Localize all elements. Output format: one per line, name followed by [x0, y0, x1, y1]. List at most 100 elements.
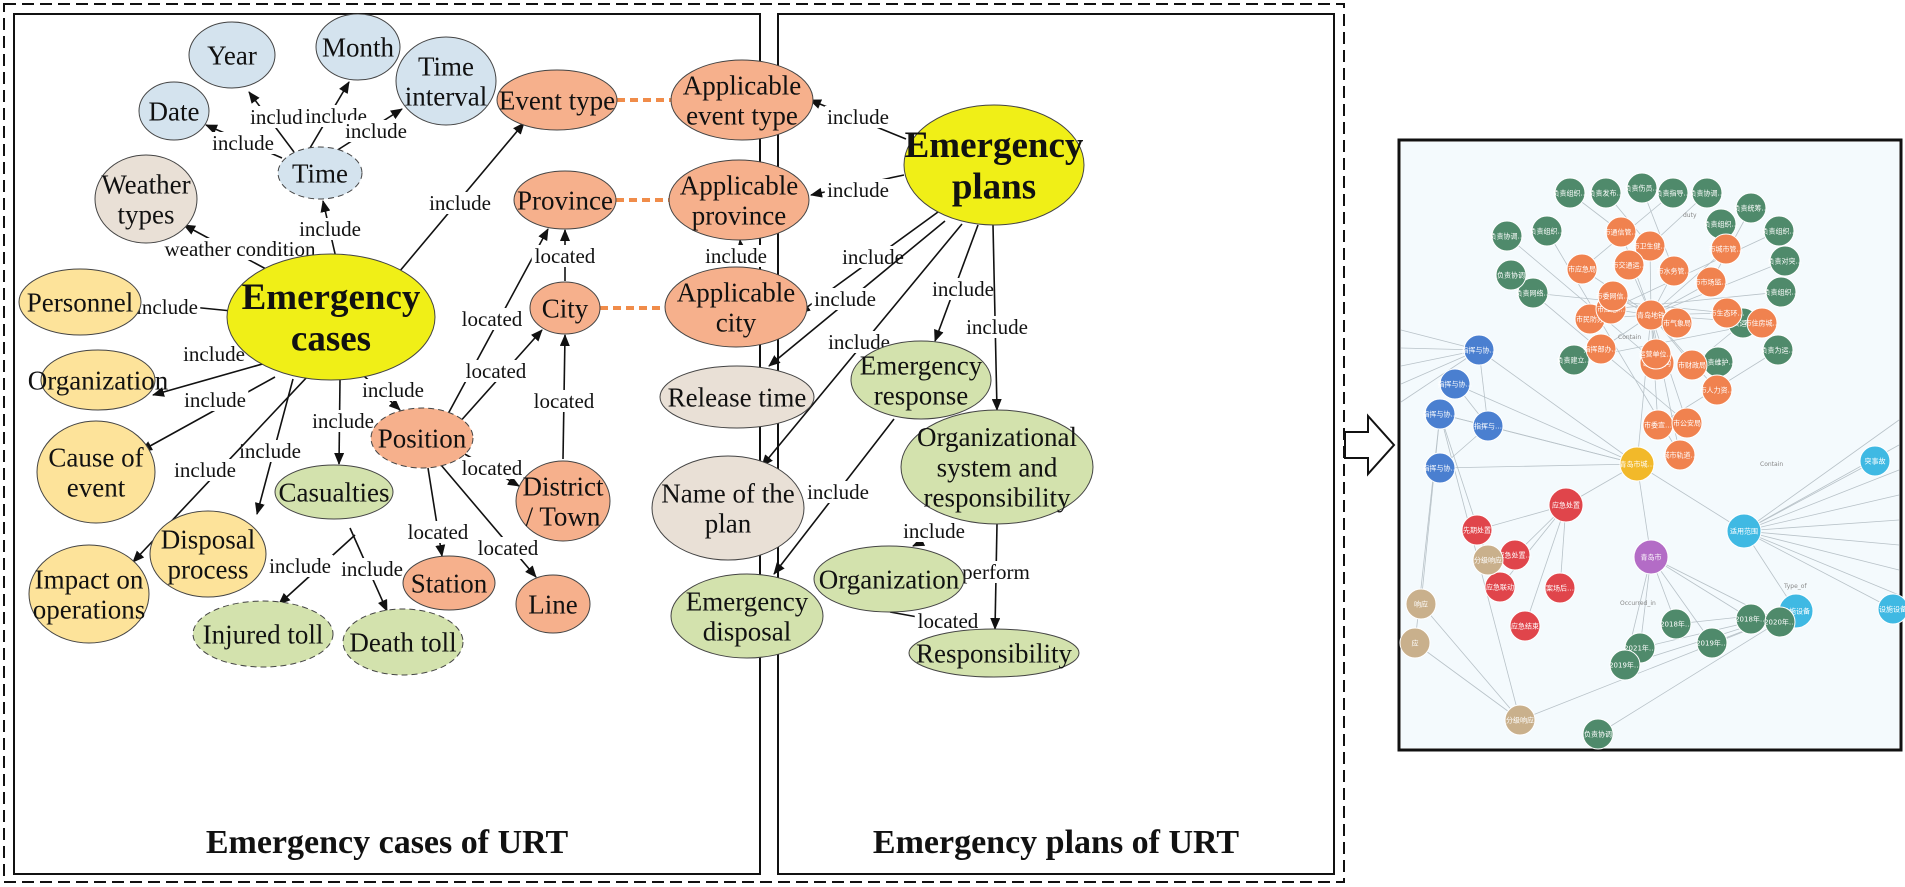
kg-node-label: 市通信管… [1604, 228, 1639, 237]
kg-node-circle [1544, 572, 1576, 604]
kg-node-circle [1859, 445, 1891, 477]
kg-node: 市卫生健… [1633, 230, 1668, 262]
kg-node: 指挥部办… [1584, 333, 1619, 365]
kg-edge [1478, 349, 1638, 465]
kg-edge [1597, 610, 1797, 735]
edge-label-bg [404, 521, 472, 543]
node-label: / Town [526, 502, 601, 532]
edge-label: include [183, 342, 245, 366]
node-position: Position [370, 407, 474, 469]
kg-node-circle [1405, 588, 1437, 620]
kg-node: 青岛市 [1633, 539, 1669, 575]
kg-node: 先期处置 [1461, 514, 1493, 546]
kg-node-label: 负责组织… [1764, 288, 1799, 297]
edge-label-bg [133, 296, 201, 318]
kg-node: 市人力资… [1700, 374, 1735, 406]
kg-edge [1743, 419, 1900, 532]
node-label: Responsibility [916, 638, 1073, 668]
kg-edge [1650, 556, 1713, 644]
kg-node-label: 负责运营… [1726, 319, 1761, 328]
edge-label-bg [839, 246, 907, 268]
kg-node-label: 负责统筹… [1734, 204, 1769, 213]
node-ellipse [670, 573, 824, 659]
node-ellipse [226, 253, 436, 381]
node-ellipse [28, 544, 150, 644]
node-organization-r: Organization [813, 545, 965, 613]
kg-node-label: 2018年… [1735, 615, 1767, 624]
node-ellipse [149, 510, 267, 598]
kg-node-label: 设施设备 [1782, 607, 1810, 616]
edge-label: include [429, 191, 491, 215]
edge-label: include [312, 409, 374, 433]
node-label: Disposal [161, 524, 256, 554]
kg-node: 指挥与协… [1462, 334, 1497, 366]
edge-label: located [466, 359, 527, 383]
edge-label-bg [804, 481, 872, 503]
kg-node: 负责伤员… [1625, 172, 1660, 204]
kg-node: 指挥与协… [1423, 398, 1458, 430]
kg-node-label: 2018年… [1660, 620, 1692, 629]
edge-label-bg [900, 520, 968, 542]
edges-layer: include include include include include weath… [132, 81, 1031, 633]
kg-node-label: 指挥与… [1474, 422, 1502, 431]
edge-label: weather condition [164, 237, 316, 261]
kg-node-circle [1634, 230, 1666, 262]
kg-node-circle [1661, 307, 1693, 339]
edge-label-bg [309, 410, 377, 432]
kg-node-label: 城市轨道… [1663, 451, 1698, 460]
edge-label: located [462, 307, 523, 331]
edge-label-bg [962, 561, 1030, 583]
kg-node: 设施设备 [1877, 593, 1905, 625]
kg-node-label: 青岛地铁 [1637, 311, 1665, 320]
kg-node-label: 响应 [1414, 600, 1428, 609]
edge-label: include [174, 458, 236, 482]
kg-node-circle [1554, 177, 1586, 209]
kg-node-label: 市住房城… [1745, 319, 1780, 328]
node-ellipse [36, 420, 156, 524]
kg-node-circle [1626, 172, 1658, 204]
edge-label-bg [824, 179, 892, 201]
edge-label-bg [159, 238, 321, 260]
edge-label: located [408, 520, 469, 544]
kg-node-label: 市卫生健… [1633, 242, 1668, 251]
node-label: types [118, 200, 175, 230]
edge-label-bg [929, 278, 997, 300]
kg-node-label: 负责为运… [1761, 346, 1796, 355]
kg-node-label: 2021年… [1624, 644, 1656, 653]
node-label: event [67, 473, 126, 503]
kg-node-circle [1762, 334, 1794, 366]
kg-edge [1650, 556, 1752, 620]
kg-node: 市公安局 [1671, 407, 1703, 439]
kg-node-circle [1582, 718, 1614, 750]
edge-label-bg [825, 331, 893, 353]
kg-node-label: 市水务管… [1657, 267, 1692, 276]
edge-label: located [534, 389, 595, 413]
kg-node-circle [1877, 593, 1905, 625]
node-ellipse [277, 146, 363, 200]
edge-label-bg [266, 555, 334, 577]
kg-node-label: 指挥与协… [1423, 464, 1458, 473]
node-label: plan [705, 509, 752, 539]
edge-label-bg [462, 360, 530, 382]
node-label: responsibility [924, 483, 1071, 513]
kg-node-circle [1763, 215, 1795, 247]
kg-edge-label: Contain [1760, 461, 1783, 468]
edge-label-bg [426, 192, 494, 214]
kg-node: 案场后… [1544, 572, 1576, 604]
edge-label-bg [458, 457, 526, 479]
kg-node: 负责组织… [1553, 177, 1588, 209]
edge-label: include [341, 557, 403, 581]
kg-node-label: 先期处置 [1463, 526, 1491, 535]
node-province: Province [513, 170, 617, 230]
kg-node-circle [1701, 374, 1733, 406]
kg-node: 适用范围 [1726, 513, 1762, 549]
kg-node-label: 市人力资… [1700, 386, 1735, 395]
kg-node-label: 负责维护… [1701, 358, 1736, 367]
edge-label: include [903, 519, 965, 543]
kg-node: 市城市管… [1709, 233, 1744, 265]
kg-node-label: 青岛市城… [1620, 460, 1655, 469]
kg-node: 市生态环… [1710, 297, 1745, 329]
kg-node-circle [1558, 344, 1590, 376]
kg-node-label: 负责组织… [1762, 227, 1797, 236]
